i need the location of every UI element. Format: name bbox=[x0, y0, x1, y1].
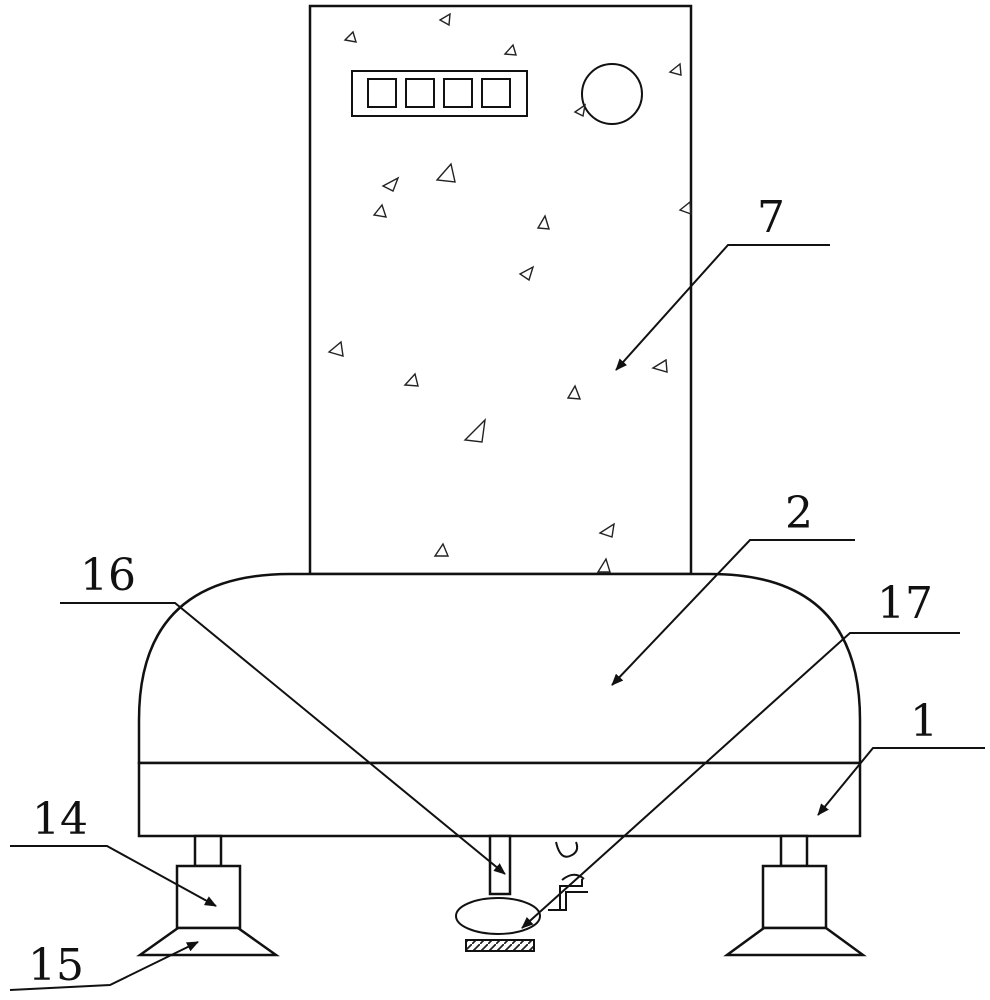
callout-1: 1 bbox=[910, 696, 938, 747]
callout-labels: 7 2 16 17 1 14 15 bbox=[28, 192, 938, 991]
texture-marks bbox=[327, 12, 692, 573]
display-panel bbox=[351, 70, 528, 117]
display-segment bbox=[443, 78, 473, 108]
center-sensor bbox=[455, 834, 588, 952]
upper-cabinet bbox=[308, 4, 693, 576]
display-segment bbox=[367, 78, 397, 108]
dome-cover bbox=[137, 572, 862, 765]
callout-17: 17 bbox=[877, 578, 933, 629]
base-frame bbox=[137, 761, 862, 838]
control-knob bbox=[581, 63, 643, 125]
callout-14: 14 bbox=[32, 794, 88, 845]
callout-7: 7 bbox=[757, 192, 785, 243]
leader-lines bbox=[9, 244, 985, 991]
right-foot bbox=[723, 834, 867, 957]
display-segment bbox=[405, 78, 435, 108]
callout-2: 2 bbox=[785, 488, 813, 539]
sensor-plate bbox=[465, 939, 535, 952]
callout-15: 15 bbox=[28, 940, 84, 991]
display-segment bbox=[481, 78, 511, 108]
callout-16: 16 bbox=[80, 550, 136, 601]
left-foot bbox=[136, 834, 280, 957]
